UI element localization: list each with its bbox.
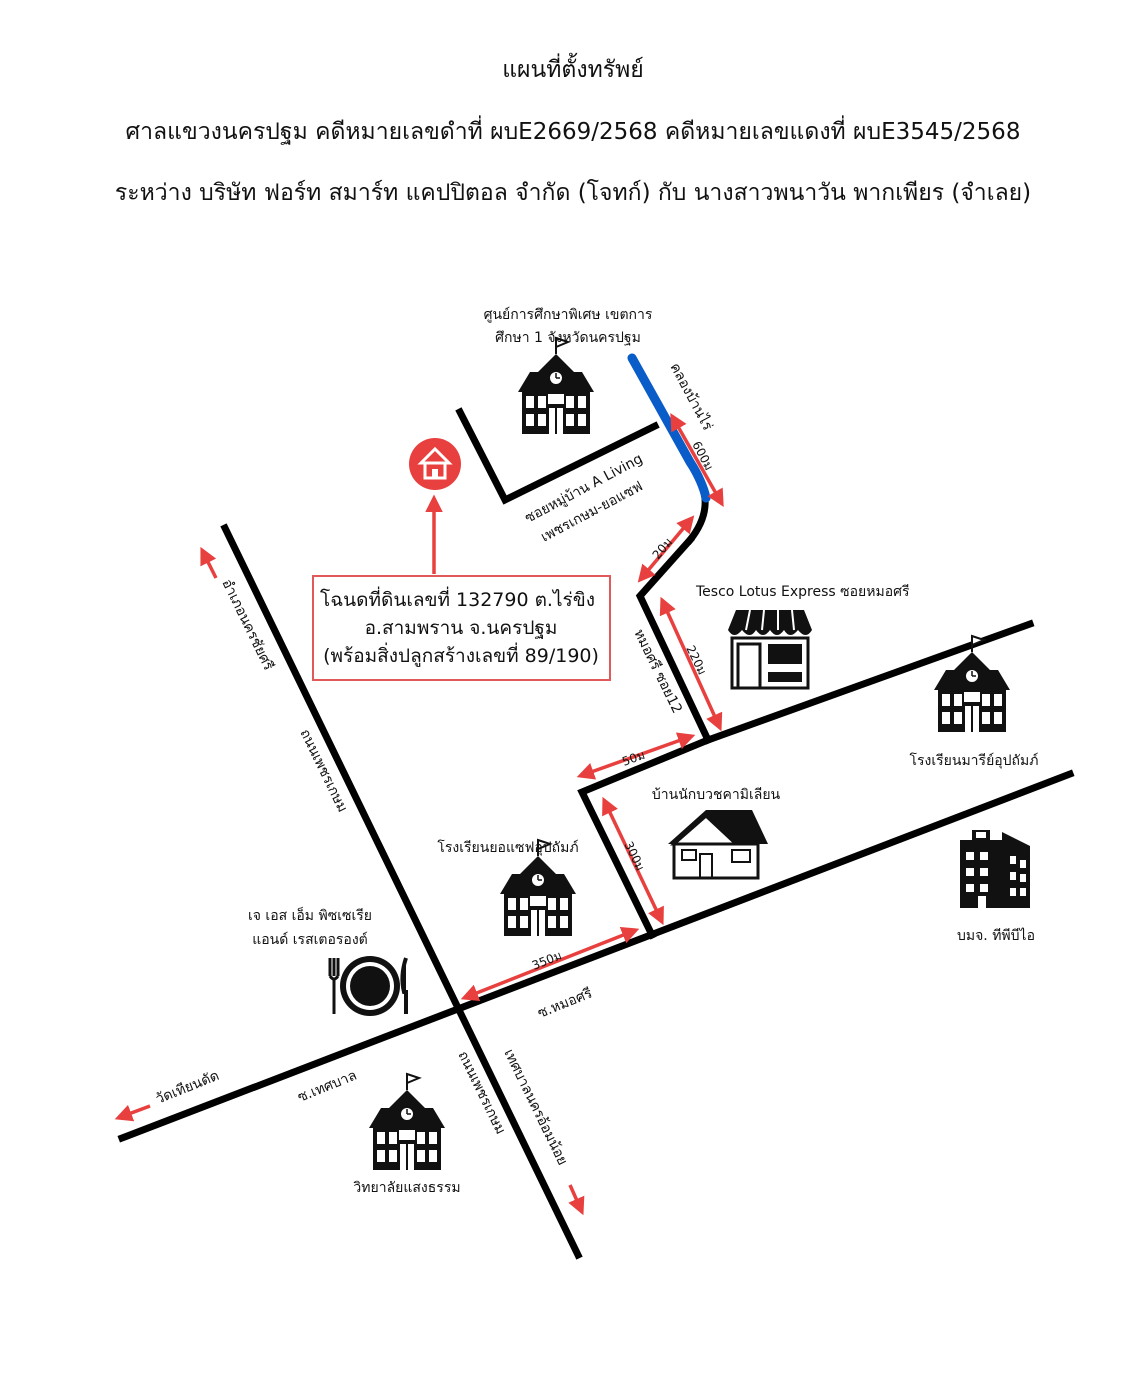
mary-school-label: โรงเรียนมารีย์อุปถัมภ์ (910, 752, 1039, 769)
property-district-line: อ.สามพราน จ.นครปฐม (365, 617, 558, 639)
company-label: บมจ. ทีพีบีไอ (957, 927, 1035, 944)
special-ed-center-label-1: ศูนย์การศึกษาพิเศษ เขตการ (484, 306, 653, 323)
distance-220m: 220ม (683, 643, 709, 677)
school-building-icon (517, 337, 595, 435)
restaurant-label-1: เจ เอส เอ็ม พิซเซเรีย (248, 906, 372, 924)
house-icon (668, 810, 768, 880)
page-title: แผนที่ตั้งทรัพย์ (502, 57, 644, 83)
soi-thetsaban-label: ซ.เทศบาล (296, 1068, 360, 1106)
arrow-20m (637, 515, 695, 583)
property-info-box: โฉนดที่ดินเลขที่ 132790 ต.ไร่ขิง อ.สามพร… (312, 575, 611, 681)
arrow-to-wat-tiandat (114, 1104, 151, 1122)
school-building-icon (933, 635, 1011, 733)
arrow-600m (670, 412, 724, 508)
soi-thetsaban-mosri-road (117, 769, 1075, 1143)
distance-300m: 300ม (621, 839, 647, 873)
arrow-to-om-noi (568, 1184, 585, 1216)
court-case-line: ศาลแขวงนครปฐม คดีหมายเลขดำที่ ผบE2669/25… (125, 119, 1021, 145)
property-deed-line: โฉนดที่ดินเลขที่ 132790 ต.ไร่ขิง (320, 586, 595, 611)
tesco-lotus-label: Tesco Lotus Express ซอยหมอศรี (695, 584, 910, 600)
to-om-noi-label: เทศบาลนครอ้อมน้อย (500, 1047, 570, 1168)
soi-mosri-label: ซ.หมอศรี (536, 985, 595, 1021)
camillian-house-label: บ้านนักบวชคามิเลียน (652, 787, 781, 803)
shop-icon (728, 609, 812, 690)
special-ed-center-label-2: ศึกษา 1 จังหวัดนครปฐม (495, 330, 641, 346)
arrow-50m (576, 732, 696, 780)
office-building-icon (960, 830, 1030, 908)
property-building-line: (พร้อมสิ่งปลูกสร้างเลขที่ 89/190) (323, 642, 599, 667)
home-location-pin-icon (409, 438, 461, 490)
school-building-icon (368, 1073, 446, 1171)
arrow-to-nakhon-chai-si (200, 546, 218, 579)
direction-arrows (114, 412, 724, 1216)
parties-line: ระหว่าง บริษัท ฟอร์ท สมาร์ท แคปปิตอล จำก… (114, 180, 1032, 206)
arrow-350m (460, 927, 640, 1001)
joseph-school-label: โรงเรียนยอแซฟอุปถัมภ์ (437, 839, 578, 856)
arrow-220m (659, 596, 723, 732)
to-nakhon-chai-si-label: อำเภอนครชัยศรี (218, 577, 276, 674)
plate-fork-knife-icon (328, 956, 408, 1016)
restaurant-label-2: แอนด์ เรสเตอรองต์ (252, 931, 368, 948)
soi-a-living-road (455, 407, 660, 505)
phetkasem-road (220, 523, 583, 1260)
roads (117, 407, 1075, 1260)
arrow-300m (602, 796, 664, 926)
college-label: วิทยาลัยแสงธรรม (353, 1180, 460, 1196)
